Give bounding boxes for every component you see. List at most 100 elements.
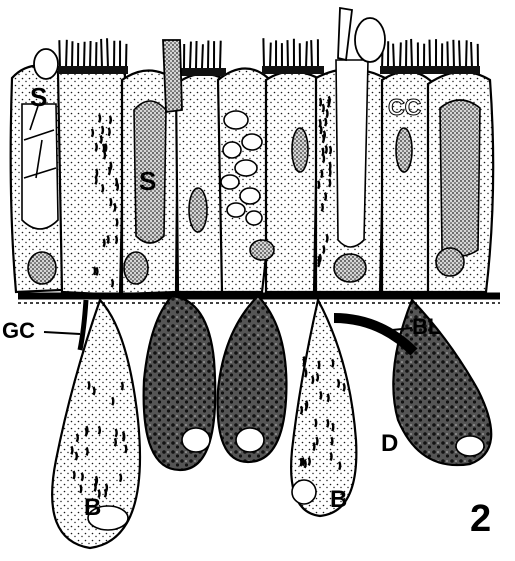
fibre <box>322 203 323 211</box>
fibre <box>86 426 87 434</box>
fibre <box>300 458 301 466</box>
fibre <box>327 110 328 118</box>
fibre <box>77 434 78 442</box>
label-basal-cell-right: B <box>330 488 347 512</box>
fibre <box>125 445 126 453</box>
fibre <box>318 361 319 369</box>
cilium <box>447 41 448 68</box>
cilium <box>263 38 264 68</box>
fibre <box>327 419 328 427</box>
cilium <box>270 43 271 68</box>
cilium <box>90 41 91 68</box>
fibre <box>328 394 329 402</box>
cilium <box>66 40 67 68</box>
cilium <box>459 40 460 68</box>
label-secretory-middle: S <box>139 168 156 194</box>
cilium <box>306 41 307 68</box>
fibre <box>103 144 104 152</box>
fibre <box>320 126 321 134</box>
fibre <box>338 380 339 388</box>
fibre <box>95 479 96 487</box>
cilium <box>471 42 472 68</box>
fibre <box>305 403 306 411</box>
cilium <box>107 38 108 68</box>
cilium <box>202 44 203 68</box>
fibre <box>305 460 306 468</box>
label-basal-lamina: BL <box>412 316 441 338</box>
cilium <box>220 41 221 68</box>
fibre <box>114 203 115 211</box>
fibre <box>96 143 97 151</box>
fibre <box>116 218 117 226</box>
fibre <box>322 148 323 156</box>
fibre <box>76 452 77 460</box>
label-secretory-upper: S <box>30 84 47 110</box>
fibre <box>102 126 103 134</box>
cilia <box>59 38 478 68</box>
fibre <box>109 167 110 175</box>
label-ciliated-cell: CC <box>388 96 421 119</box>
fibre <box>112 279 113 287</box>
fibre <box>343 383 344 391</box>
fibre <box>123 433 124 441</box>
cilium <box>101 39 102 68</box>
cilium <box>453 40 454 68</box>
fibre <box>318 181 319 189</box>
cilium <box>429 40 430 68</box>
fibre <box>303 357 304 365</box>
fibre <box>104 239 105 247</box>
fibre <box>80 485 81 493</box>
fibre <box>120 474 121 482</box>
fibre <box>326 145 327 153</box>
fibre <box>96 169 97 177</box>
fibre <box>312 376 313 384</box>
fibre <box>122 382 123 390</box>
fibre <box>87 447 88 455</box>
fibre <box>110 162 111 170</box>
label-basal-cell-left: B <box>84 496 101 520</box>
fibre <box>332 359 333 367</box>
fibre <box>71 446 72 454</box>
fibre <box>339 462 340 470</box>
fibre <box>329 179 330 187</box>
cilium <box>400 42 401 68</box>
fibre <box>325 118 326 126</box>
fibre <box>323 135 324 143</box>
fibre <box>92 129 93 137</box>
fibre <box>105 144 106 152</box>
fibre <box>101 135 102 143</box>
fibre <box>116 178 117 186</box>
fibre <box>323 245 324 253</box>
fibre <box>110 198 111 206</box>
cilium <box>411 39 412 68</box>
fibre <box>330 146 331 154</box>
cilium <box>287 40 288 68</box>
fibre <box>109 128 110 136</box>
fibre <box>309 457 310 465</box>
fibre <box>331 453 332 461</box>
fibre <box>303 458 304 466</box>
fibre <box>316 437 317 445</box>
fibre <box>325 193 326 201</box>
fibre <box>318 259 319 267</box>
fibre <box>329 162 330 170</box>
fibre <box>96 267 97 275</box>
fibre <box>82 473 83 481</box>
fibre <box>93 387 94 395</box>
fibre <box>106 484 107 492</box>
cilium <box>393 44 394 68</box>
fibre <box>99 426 100 434</box>
figure-number: 2 <box>470 500 491 538</box>
fibre <box>321 170 322 178</box>
fibre <box>313 443 314 451</box>
label-goblet-cell: GC <box>2 320 35 342</box>
cilium <box>190 42 191 68</box>
label-dark-cell: D <box>381 432 398 456</box>
fibre <box>320 391 321 399</box>
fibre <box>305 369 306 377</box>
cilium <box>311 40 312 68</box>
fibre <box>88 381 89 389</box>
fibre <box>116 236 117 244</box>
fibre <box>115 438 116 446</box>
